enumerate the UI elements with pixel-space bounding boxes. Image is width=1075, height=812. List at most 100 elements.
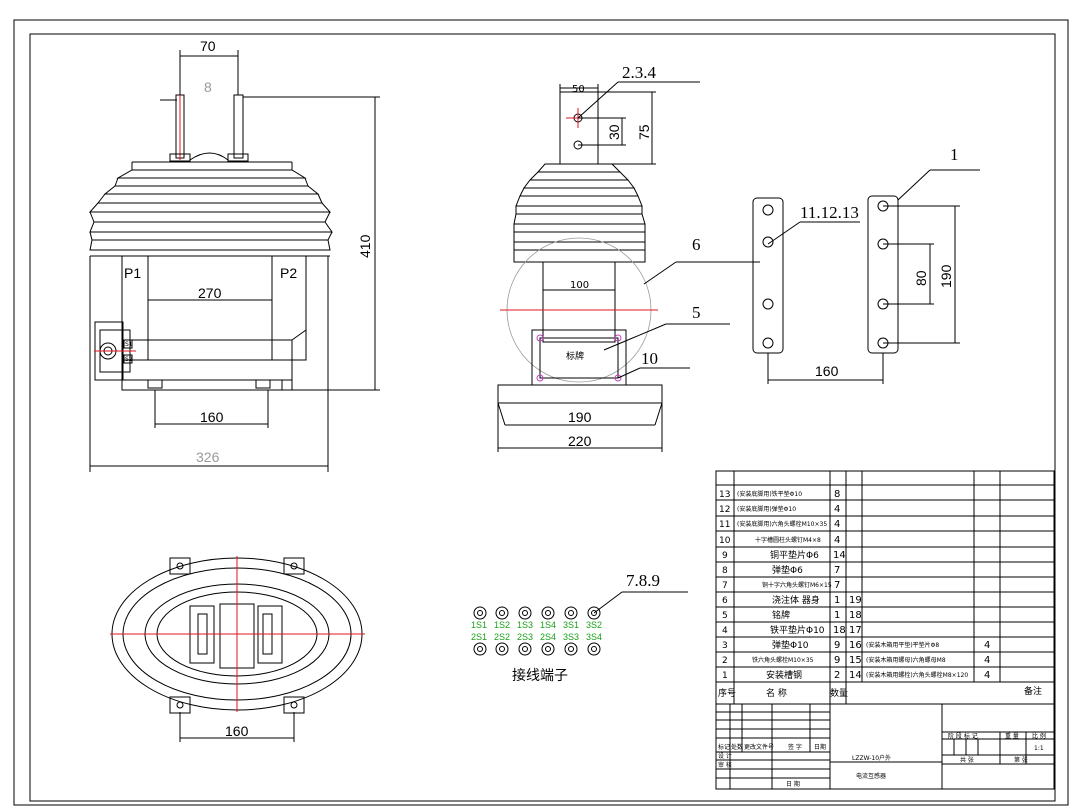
- dim-base-outer: 220: [568, 433, 592, 449]
- callout-10: 10: [641, 349, 658, 368]
- bom-no-9: 9: [722, 551, 728, 561]
- tb-date: 日期: [814, 743, 826, 751]
- bom-no-5: 5: [722, 611, 728, 621]
- bom-extra-qty-15: 4: [984, 655, 990, 666]
- bom-no-3: 3: [722, 641, 728, 651]
- tb-sheets: 共 张: [960, 756, 974, 764]
- nameplate: 标牌: [566, 350, 584, 362]
- bom-qty-7: 7: [834, 580, 840, 591]
- bom-qty-11: 4: [834, 519, 840, 530]
- top-dim-base: 160: [225, 723, 249, 739]
- bom-name-3: 弹垫Φ10: [772, 639, 809, 651]
- bom-table: 13 (安装底脚用)铁平垫Φ10 8 12 (安装底脚用)弹垫Φ10 4 11 …: [715, 470, 1055, 705]
- bom-extra-qty-14: 4: [984, 670, 990, 681]
- side-label-s2: S2: [125, 356, 133, 363]
- bom-name-2: 铁六角头螺栓M10×35: [752, 656, 814, 664]
- label-p1: P1: [124, 265, 141, 281]
- dim-height: 410: [357, 234, 373, 258]
- terminal-block: 1S1 1S2 1S3 1S4 3S1 3S2 2S1 2S2 2S3 2S4 …: [471, 571, 688, 683]
- bom-extra-no-18: 18: [849, 610, 862, 621]
- bom-no-2: 2: [722, 656, 728, 666]
- tb-change-file: 更改文件号: [744, 743, 774, 751]
- tb-signature: 签 字: [788, 743, 802, 751]
- bom-qty-5: 1: [834, 610, 840, 621]
- side-view: 50 30 75 2.3.4 100 6: [497, 63, 760, 452]
- tb-stage: 阶 段 标 记: [948, 732, 978, 740]
- front-view: 70 8 P1 P2 270: [88, 38, 380, 472]
- bom-no-7: 7: [722, 581, 728, 591]
- callout-1: 1: [950, 145, 959, 164]
- dim-hole-spacing: 30: [606, 124, 622, 140]
- dim-base: 160: [200, 409, 224, 425]
- dim-terminal-width: 50: [572, 84, 585, 95]
- terminal-top-4: 1S4: [540, 620, 556, 630]
- bom-header-remark: 备注: [1024, 685, 1042, 697]
- inner-frame: [29, 33, 1056, 802]
- bracket-dim-height: 190: [938, 264, 954, 288]
- bom-header-name: 名 称: [766, 687, 787, 699]
- bom-name-12: (安装底脚用)弹垫Φ10: [737, 505, 796, 513]
- bom-no-8: 8: [722, 566, 728, 576]
- bom-name-8: 弹垫Φ6: [772, 564, 803, 576]
- side-label-s1: S1: [125, 341, 133, 348]
- bom-qty-10: 4: [834, 535, 840, 546]
- title-block: 标记 处数 更改文件号 签 字 日期 设 计 审 核 日 期 LZZW-10户外…: [715, 703, 1055, 790]
- terminal-bottom-5: 3S3: [563, 632, 579, 642]
- bom-name-5: 铭牌: [772, 609, 790, 621]
- dim-base-inner: 190: [568, 409, 592, 425]
- bom-extra-no-15: 15: [849, 655, 862, 666]
- terminal-callout: 7.8.9: [626, 571, 660, 590]
- terminal-bottom-2: 2S2: [494, 632, 510, 642]
- bom-no-1: 1: [722, 671, 728, 681]
- dim-body-width: 100: [570, 280, 589, 291]
- callout-hardware: 11.12.13: [800, 203, 859, 222]
- bracket-dim-width: 160: [815, 363, 839, 379]
- bom-name-6: 浇注体 器身: [772, 594, 820, 606]
- dim-inner-width: 270: [198, 285, 222, 301]
- tb-design: 设 计: [718, 752, 732, 760]
- bom-qty-12: 4: [834, 504, 840, 515]
- terminal-top-5: 3S1: [563, 620, 579, 630]
- bom-qty-4: 18: [833, 625, 846, 636]
- tb-mark: 标记: [718, 743, 730, 751]
- bom-name-13: (安装底脚用)铁平垫Φ10: [737, 490, 802, 498]
- bom-no-6: 6: [722, 596, 728, 606]
- bom-no-12: 12: [719, 505, 730, 515]
- terminal-top-6: 3S2: [586, 620, 602, 630]
- bom-header-no: 序号: [718, 687, 736, 699]
- bom-qty-1: 2: [834, 670, 840, 681]
- dim-top-width: 70: [200, 38, 216, 54]
- bom-name-1: 安装槽钢: [766, 669, 802, 681]
- tb-product: 电流互感器: [856, 772, 886, 780]
- bom-header-qty: 数量: [830, 687, 848, 699]
- bom-extra-name-15: (安装木箱用螺母)六角螺母M8: [866, 656, 946, 664]
- tb-model: LZZW-10户外: [852, 754, 891, 762]
- dim-terminal-height: 75: [636, 124, 652, 140]
- label-p2: P2: [280, 265, 297, 281]
- terminal-bottom-1: 2S1: [471, 632, 487, 642]
- bracket-dim-hole-spacing: 80: [913, 270, 929, 286]
- tb-scale: 比 例: [1032, 732, 1046, 740]
- bom-no-13: 13: [719, 490, 730, 500]
- tb-scale-value: 1:1: [1034, 745, 1044, 752]
- bom-no-11: 11: [719, 520, 730, 530]
- terminal-bottom-3: 2S3: [517, 632, 533, 642]
- bom-qty-3: 9: [834, 640, 840, 651]
- callout-5: 5: [692, 303, 701, 322]
- tb-date2: 日 期: [786, 780, 800, 788]
- bom-no-4: 4: [722, 626, 728, 636]
- bom-name-9: 铜平垫片Φ6: [770, 549, 819, 561]
- bom-qty-2: 9: [834, 655, 840, 666]
- bom-extra-name-14: (安装木箱用螺栓)六角头螺栓M8×120: [866, 671, 968, 679]
- bom-extra-no-16: 16: [849, 640, 862, 651]
- bom-extra-name-16: (安装木箱用平垫)平垫片Φ8: [866, 641, 939, 649]
- tb-count: 处数: [731, 743, 743, 751]
- tb-review: 审 核: [718, 761, 732, 769]
- terminal-caption: 接线端子: [512, 667, 568, 683]
- terminal-top-2: 1S2: [494, 620, 510, 630]
- bom-no-10: 10: [719, 536, 731, 546]
- terminal-top-3: 1S3: [517, 620, 533, 630]
- bom-name-10: 十字槽圆柱头螺钉M4×8: [755, 536, 821, 544]
- bom-qty-13: 8: [834, 489, 840, 500]
